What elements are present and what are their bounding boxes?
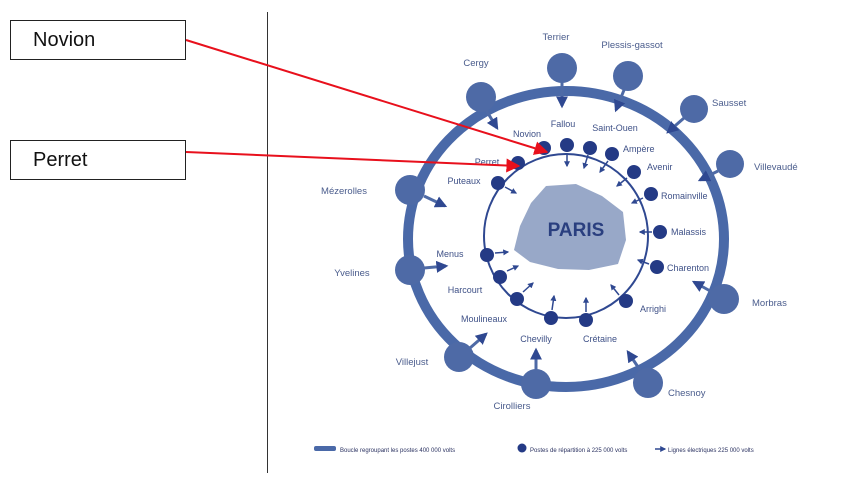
- label-sausset: Sausset: [712, 98, 747, 109]
- label-romainville: Romainville: [661, 191, 708, 201]
- inner-node-novion: [537, 141, 551, 155]
- outer-node-chesnoy: [633, 368, 663, 398]
- label-fallou: Fallou: [551, 119, 576, 129]
- label-morbras: Morbras: [752, 298, 787, 309]
- novion-callout-box: Novion: [10, 20, 186, 60]
- label-moulineaux: Moulineaux: [461, 314, 508, 324]
- label-saint-ouen: Saint-Ouen: [592, 123, 638, 133]
- perret-callout-label: Perret: [33, 148, 88, 171]
- outer-node-cirolliers: [521, 369, 551, 399]
- inner-node-ampere: [605, 147, 619, 161]
- label-terrier: Terrier: [543, 32, 570, 43]
- paris-label: PARIS: [548, 220, 605, 241]
- outer-node-villejust: [444, 342, 474, 372]
- outer-loop-ring: [403, 86, 729, 392]
- label-villevaude: Villevaudé: [754, 162, 798, 173]
- label-menus: Menus: [436, 249, 464, 259]
- inner-node-romainville: [644, 187, 658, 201]
- label-cergy: Cergy: [463, 58, 489, 69]
- inner-node-perret: [511, 156, 525, 170]
- outer-labels: Terrier Plessis-gassot Sausset Villevaud…: [321, 32, 798, 412]
- inner-node-charenton: [650, 260, 664, 274]
- inner-node-harcourt: [493, 270, 507, 284]
- label-plessis-gassot: Plessis-gassot: [601, 40, 663, 51]
- inner-node-fallou: [560, 138, 574, 152]
- inner-node-malassis: [653, 225, 667, 239]
- inner-lines: [494, 153, 652, 312]
- label-novion: Novion: [513, 129, 541, 139]
- novion-callout-label: Novion: [33, 28, 96, 51]
- legend-posts-swatch: [517, 443, 527, 453]
- label-chevilly: Chevilly: [520, 334, 552, 344]
- inner-node-menus: [480, 248, 494, 262]
- inner-node-cretaine: [579, 313, 593, 327]
- outer-node-yvelines: [395, 255, 425, 285]
- outer-node-plessis: [613, 61, 643, 91]
- outer-station-nodes: [395, 53, 744, 399]
- legend-lines-text: Lignes électriques 225 000 volts: [668, 448, 754, 454]
- novion-callout-arrow: [185, 39, 549, 155]
- label-mezerolles: Mézerolles: [321, 186, 367, 197]
- inner-loop-ring: [483, 153, 649, 319]
- legend-loop-text: Boucle regroupant les postes 400 000 vol…: [340, 448, 455, 454]
- perret-callout-arrow: [185, 151, 521, 173]
- legend-loop-swatch: [314, 446, 336, 451]
- label-villejust: Villejust: [396, 357, 429, 368]
- legend: Boucle regroupant les postes 400 000 vol…: [314, 443, 754, 454]
- label-puteaux: Puteaux: [447, 176, 481, 186]
- perret-callout-box: Perret: [10, 140, 186, 180]
- label-chesnoy: Chesnoy: [668, 388, 706, 399]
- inner-node-saint-ouen: [583, 141, 597, 155]
- outer-node-sausset: [680, 95, 708, 123]
- outer-node-terrier: [547, 53, 577, 83]
- label-yvelines: Yvelines: [334, 268, 370, 279]
- label-cirolliers: Cirolliers: [494, 401, 531, 412]
- inner-node-moulineaux: [510, 292, 524, 306]
- paris-shape: [514, 184, 626, 270]
- outer-node-mezerolles: [395, 175, 425, 205]
- legend-posts-text: Postes de répartition à 225 000 volts: [530, 448, 627, 454]
- inner-labels: Novion Fallou Saint-Ouen Ampère Avenir R…: [436, 119, 709, 344]
- label-avenir: Avenir: [647, 162, 672, 172]
- label-ampere: Ampère: [623, 144, 655, 154]
- label-perret: Perret: [475, 157, 500, 167]
- outer-node-cergy: [466, 82, 496, 112]
- outer-node-morbras: [709, 284, 739, 314]
- outer-station-stubs: [423, 82, 719, 371]
- inner-node-puteaux: [491, 176, 505, 190]
- label-charenton: Charenton: [667, 263, 709, 273]
- label-arrighi: Arrighi: [640, 304, 666, 314]
- label-cretaine: Crétaine: [583, 334, 617, 344]
- outer-node-villevaude: [716, 150, 744, 178]
- inner-node-chevilly: [544, 311, 558, 325]
- inner-node-arrighi: [619, 294, 633, 308]
- label-malassis: Malassis: [671, 227, 707, 237]
- inner-node-avenir: [627, 165, 641, 179]
- label-harcourt: Harcourt: [448, 285, 483, 295]
